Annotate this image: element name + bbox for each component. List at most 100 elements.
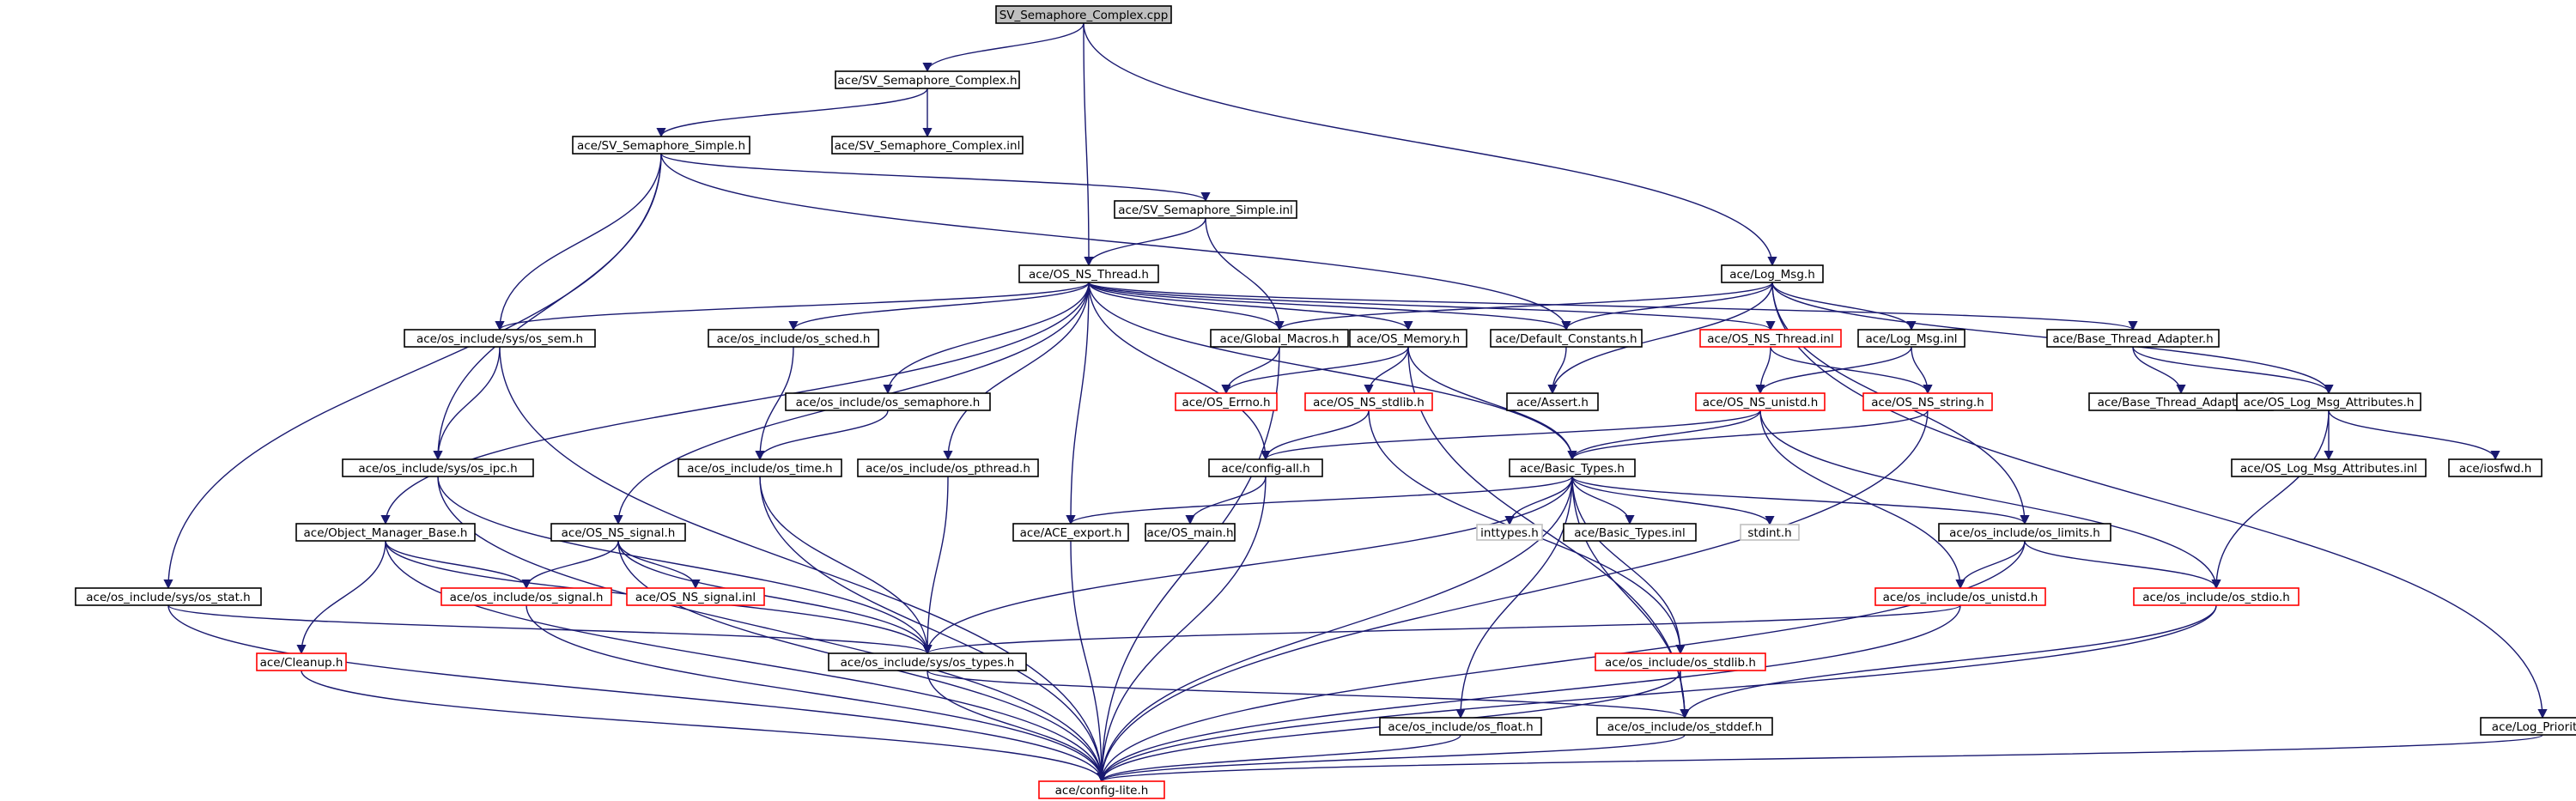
edge-object_manager_base-to-os_signal — [385, 540, 532, 590]
edge-os_sem-to-os_ipc — [433, 346, 501, 461]
node-label: ace/Cleanup.h — [260, 656, 343, 670]
node-box — [785, 392, 991, 411]
node-layer: SV_Semaphore_Complex.cpp ace/SV_Semaphore… — [75, 5, 2576, 799]
node-box — [626, 587, 765, 606]
node-iosfwd[interactable]: ace/iosfwd.h — [2448, 458, 2543, 477]
edge-os_time-to-os_types — [759, 476, 933, 655]
edge-logmsg_h-to-default_constants — [1561, 282, 1773, 331]
node-os-float[interactable]: ace/os_include/os_float.h — [1379, 717, 1542, 736]
node-box — [1699, 329, 1842, 348]
edge-os_stdio-to-os_stddef — [1680, 604, 2217, 719]
node-box — [835, 70, 1020, 89]
node-default-constants[interactable]: ace/Default_Constants.h — [1490, 329, 1643, 348]
node-os-ns-string[interactable]: ace/OS_NS_string.h — [1862, 392, 1993, 411]
node-osnsthread-h[interactable]: ace/OS_NS_Thread.h — [1018, 264, 1159, 283]
edge-svs_inl-to-osnsthread_h — [1084, 217, 1206, 267]
node-box — [2448, 458, 2543, 477]
node-root[interactable]: SV_Semaphore_Complex.cpp — [995, 5, 1172, 24]
edge-osnsthread_h-to-os_sem — [495, 282, 1090, 331]
node-global-macros[interactable]: ace/Global_Macros.h — [1210, 329, 1349, 348]
node-config-all[interactable]: ace/config-all.h — [1208, 458, 1323, 477]
node-os-stat[interactable]: ace/os_include/sys/os_stat.h — [75, 587, 262, 606]
edge-os_ns_string-to-config_lite — [1097, 410, 1929, 783]
node-os-log-msg-attr[interactable]: ace/OS_Log_Msg_Attributes.h — [2236, 392, 2421, 411]
edge-os_stdio-to-config_lite — [1097, 604, 2217, 783]
edge-os_unistd-to-config_lite — [1097, 604, 1961, 783]
node-logmsg-h[interactable]: ace/Log_Msg.h — [1721, 264, 1824, 283]
edge-basic_types-to-config_lite — [1097, 476, 1573, 783]
node-config-lite[interactable]: ace/config-lite.h — [1038, 780, 1165, 799]
node-box — [1114, 200, 1297, 219]
edge-osnsthread_h-to-default_constants — [1088, 282, 1571, 331]
node-os-types[interactable]: ace/os_include/sys/os_types.h — [828, 652, 1027, 671]
node-label: ace/OS_NS_stdlib.h — [1313, 396, 1425, 410]
node-label: ace/os_include/os_stddef.h — [1607, 720, 1762, 734]
node-box — [295, 523, 476, 542]
edge-os_log_msg_attr-to-os_stdio — [2211, 410, 2330, 590]
node-label: ace/OS_Log_Msg_Attributes.h — [2244, 396, 2415, 410]
node-svs-inl[interactable]: ace/SV_Semaphore_Simple.inl — [1114, 200, 1297, 219]
node-label: ace/OS_main.h — [1146, 526, 1233, 540]
node-os-sched[interactable]: ace/os_include/os_sched.h — [708, 329, 879, 348]
edge-os_time-to-config_lite — [759, 476, 1107, 783]
node-inttypes[interactable]: inttypes.h — [1476, 524, 1543, 541]
edge-os_unistd-to-os_types — [922, 604, 1961, 655]
node-os-memory[interactable]: ace/OS_Memory.h — [1349, 329, 1467, 348]
node-box — [1304, 392, 1433, 411]
node-label: ace/os_include/os_unistd.h — [1883, 591, 2038, 604]
node-os-ns-stdlib[interactable]: ace/OS_NS_stdlib.h — [1304, 392, 1433, 411]
node-os-semaphore[interactable]: ace/os_include/os_semaphore.h — [785, 392, 991, 411]
node-os-stdlib[interactable]: ace/os_include/os_stdlib.h — [1595, 652, 1766, 671]
edge-base_thread_adapter-to-base_thread_adapter_inl — [2132, 346, 2186, 395]
node-box — [1857, 329, 1965, 348]
node-os-errno[interactable]: ace/OS_Errno.h — [1175, 392, 1278, 411]
node-basic-types[interactable]: ace/Basic_Types.h — [1509, 458, 1636, 477]
node-label: ace/OS_NS_signal.h — [562, 526, 676, 540]
edge-osnsthread_inl-to-os_ns_string — [1770, 346, 1933, 395]
node-label: ace/config-all.h — [1221, 462, 1309, 476]
node-base-thread-adapter[interactable]: ace/Base_Thread_Adapter.h — [2046, 329, 2220, 348]
edge-os_ns_string-to-basic_types — [1567, 410, 1929, 461]
node-svc-h[interactable]: ace/SV_Semaphore_Complex.h — [835, 70, 1020, 89]
edge-os_ipc-to-config_lite — [437, 476, 1107, 783]
node-os-limits[interactable]: ace/os_include/os_limits.h — [1938, 523, 2111, 542]
edge-log_priority-to-config_lite — [1097, 734, 2543, 783]
node-os-ipc[interactable]: ace/os_include/sys/os_ipc.h — [342, 458, 534, 477]
node-log-priority[interactable]: ace/Log_Priority.h — [2480, 717, 2576, 736]
node-label: ace/os_include/os_float.h — [1388, 720, 1533, 734]
node-os-time[interactable]: ace/os_include/os_time.h — [677, 458, 842, 477]
node-label: ace/os_include/sys/os_types.h — [841, 656, 1015, 670]
node-os-stdio[interactable]: ace/os_include/os_stdio.h — [2133, 587, 2300, 606]
edge-os_stddef-to-config_lite — [1097, 734, 1686, 783]
node-box — [256, 652, 347, 671]
node-os-log-msg-attr-inl[interactable]: ace/OS_Log_Msg_Attributes.inl — [2231, 458, 2427, 477]
node-basic-types-inl[interactable]: ace/Basic_Types.inl — [1563, 523, 1697, 542]
edge-basic_types-to-os_stddef — [1571, 476, 1690, 719]
node-os-ns-signal[interactable]: ace/OS_NS_signal.h — [550, 523, 686, 542]
node-logmsg-inl[interactable]: ace/Log_Msg.inl — [1857, 329, 1965, 348]
node-cleanup[interactable]: ace/Cleanup.h — [256, 652, 347, 671]
node-ace-export[interactable]: ace/ACE_export.h — [1012, 523, 1129, 542]
node-box — [1563, 523, 1697, 542]
node-os-unistd[interactable]: ace/os_include/os_unistd.h — [1874, 587, 2046, 606]
node-os-sem[interactable]: ace/os_include/sys/os_sem.h — [404, 329, 596, 348]
node-assert-h[interactable]: ace/Assert.h — [1506, 392, 1599, 411]
node-os-main[interactable]: ace/OS_main.h — [1145, 523, 1236, 542]
node-os-ns-signal-inl[interactable]: ace/OS_NS_signal.inl — [626, 587, 765, 606]
node-os-ns-unistd[interactable]: ace/OS_NS_unistd.h — [1695, 392, 1826, 411]
node-osnsthread-inl[interactable]: ace/OS_NS_Thread.inl — [1699, 329, 1842, 348]
edge-osnsthread_h-to-base_thread_adapter — [1088, 282, 2138, 331]
edge-os_semaphore-to-os_time — [755, 410, 889, 461]
edge-os_sem-to-config_lite — [499, 346, 1107, 783]
edge-osnsthread_h-to-global_macros — [1088, 282, 1285, 331]
edge-logmsg_h-to-global_macros — [1274, 282, 1773, 331]
node-box — [550, 523, 686, 542]
node-stdint[interactable]: stdint.h — [1740, 524, 1800, 541]
node-os-stddef[interactable]: ace/os_include/os_stddef.h — [1596, 717, 1773, 736]
node-os-pthread[interactable]: ace/os_include/os_pthread.h — [857, 458, 1039, 477]
node-object-manager-base[interactable]: ace/Object_Manager_Base.h — [295, 523, 476, 542]
node-svs-h[interactable]: ace/SV_Semaphore_Simple.h — [572, 136, 750, 155]
node-svc-inl[interactable]: ace/SV_Semaphore_Complex.inl — [831, 136, 1024, 155]
node-label: ace/Default_Constants.h — [1495, 332, 1637, 346]
node-os-signal[interactable]: ace/os_include/os_signal.h — [440, 587, 612, 606]
